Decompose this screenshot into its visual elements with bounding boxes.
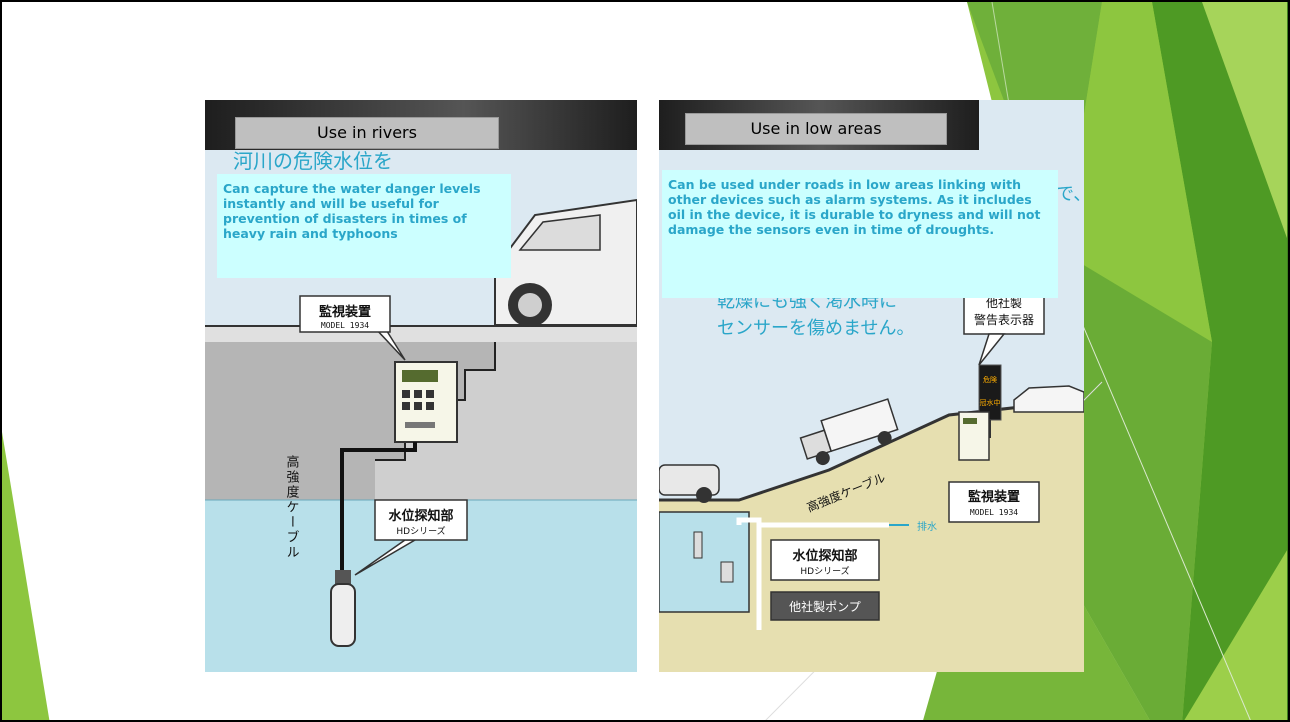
alarm-label-1: 他社製 xyxy=(986,295,1022,310)
suv-image xyxy=(659,464,720,503)
rivers-tab-label: Use in rivers xyxy=(235,117,499,149)
jp-line-2: センサーを傷めません。 xyxy=(717,318,914,339)
alarm-label-2: 警告表示器 xyxy=(974,312,1034,327)
alarm-sign-image xyxy=(978,364,1002,438)
sensor-series: HDシリーズ xyxy=(800,565,849,577)
monitor-label: 監視装置 xyxy=(319,304,371,320)
drain-label: 排水 xyxy=(917,520,937,533)
monitor-device-image xyxy=(394,361,458,443)
sign-text-top: 危険 xyxy=(983,375,997,384)
rivers-caption: Can capture the water danger levels inst… xyxy=(217,174,511,278)
sensor-label: 水位探知部 xyxy=(388,508,453,524)
monitor-label: 監視装置 xyxy=(968,489,1020,505)
van-image xyxy=(494,198,637,327)
low-areas-tab-label: Use in low areas xyxy=(685,113,947,145)
jp-edge-text: で、 xyxy=(1056,184,1084,205)
sensor-series: HDシリーズ xyxy=(396,525,445,537)
monitor-model: MODEL 1934 xyxy=(321,321,369,330)
rivers-illustration: 河川の危険水位を 監視装置 MODEL 1934 水位探知部 HDシリーズ 高強… xyxy=(205,100,637,672)
sign-text-bottom: 冠水中 xyxy=(980,398,1001,407)
monitor-device-image xyxy=(958,411,990,461)
car-image xyxy=(1013,385,1084,413)
partial-jp-text: 河川の危険水位を xyxy=(233,149,393,173)
low-areas-caption: Can be used under roads in low areas lin… xyxy=(662,170,1058,298)
sensor-probe-image xyxy=(330,570,356,647)
truck-image xyxy=(799,398,899,466)
cable-label: 高強度ケーブル xyxy=(284,454,300,560)
sensor-label: 水位探知部 xyxy=(792,548,857,564)
monitor-model: MODEL 1934 xyxy=(970,508,1018,517)
rivers-scene: 河川の危険水位を 監視装置 MODEL 1934 水位探知部 HDシリーズ 高強… xyxy=(205,100,637,672)
pump-label: 他社製ポンプ xyxy=(789,599,861,614)
